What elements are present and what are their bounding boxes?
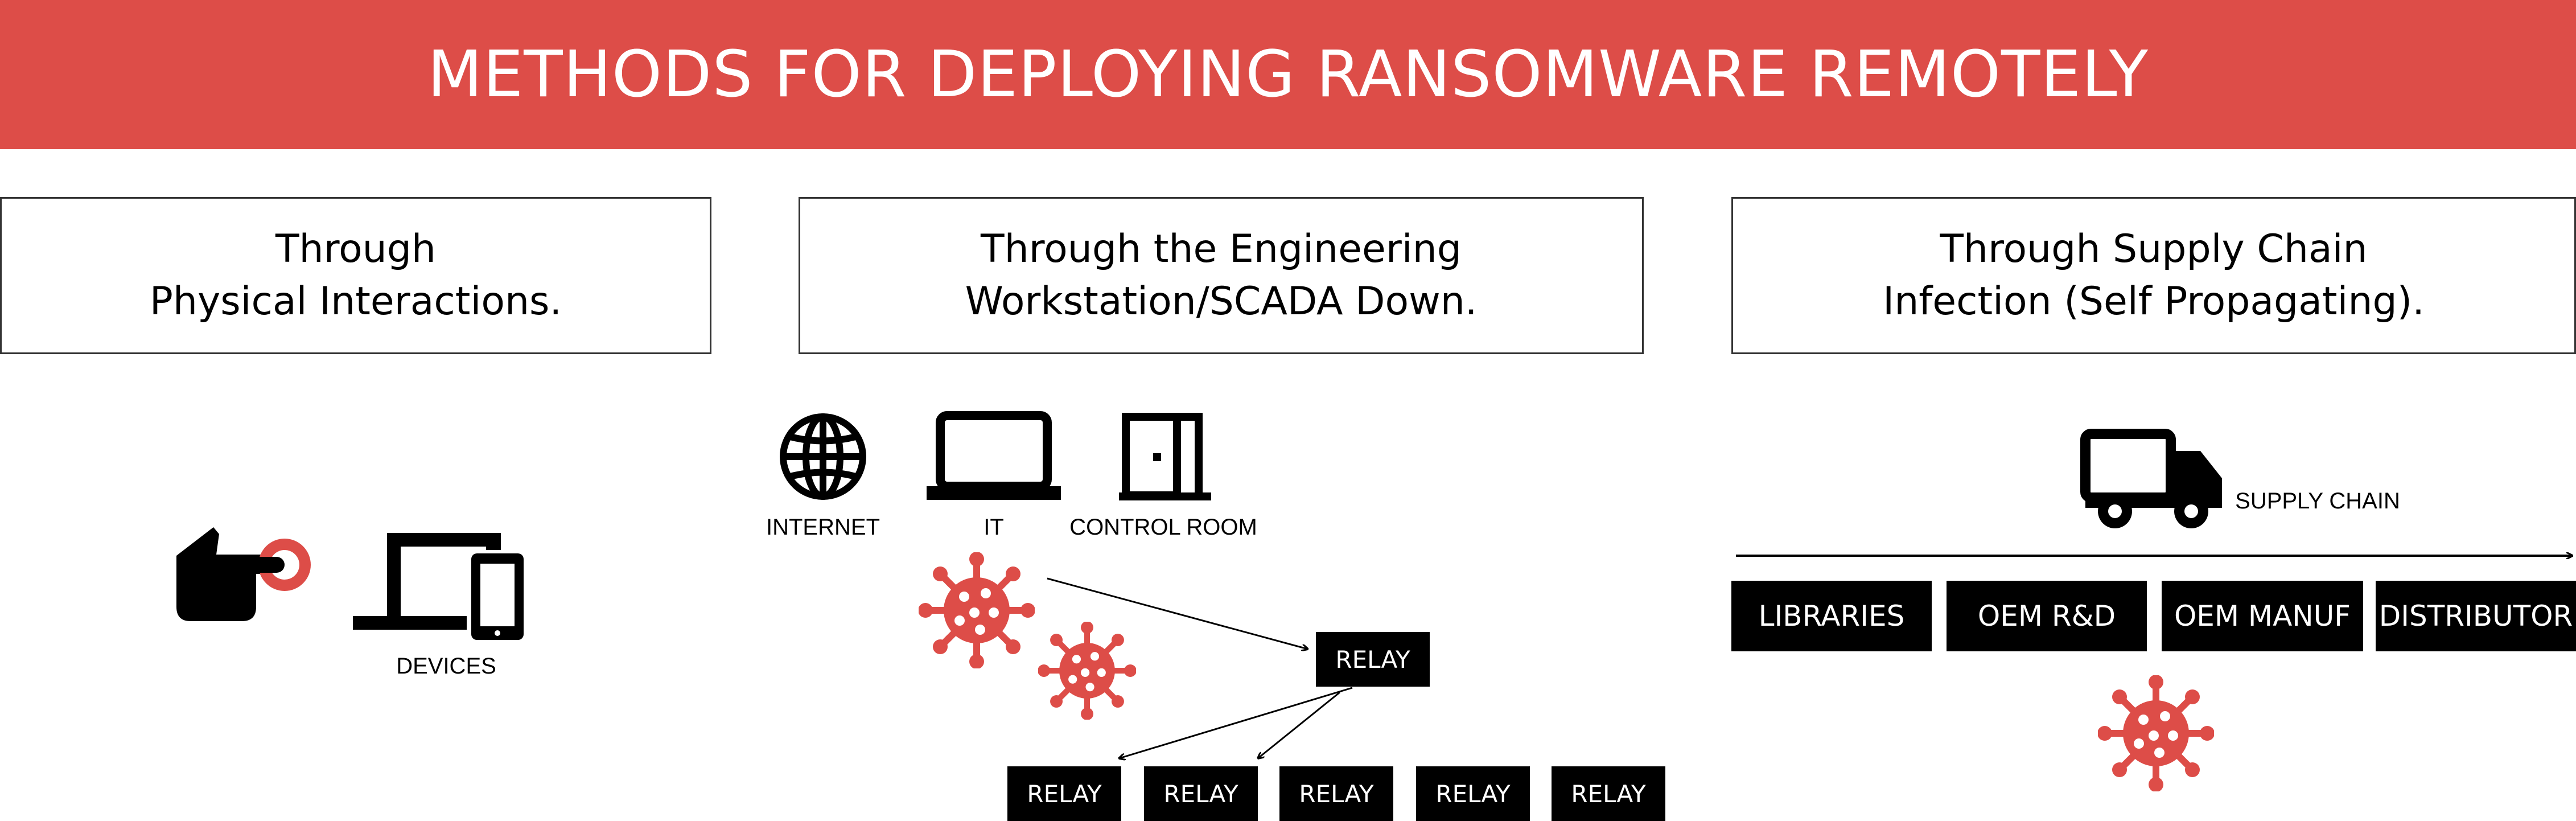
- stage-oem-rnd: OEM R&D: [1947, 581, 2147, 651]
- pointing-hand-icon: [176, 527, 311, 621]
- relay-block: RELAY: [1279, 766, 1393, 821]
- arrow-it-to-relay: [1047, 577, 1308, 649]
- supply-chain-label: SUPPLY CHAIN: [2235, 489, 2400, 514]
- internet-label: INTERNET: [766, 515, 880, 540]
- it-label: IT: [984, 515, 1004, 540]
- stage-distributor: DISTRIBUTOR: [2376, 581, 2576, 651]
- globe-icon: [780, 413, 866, 500]
- method-supply-box: Through Supply Chain Infection (Self Pro…: [1731, 197, 2576, 354]
- relay-block: RELAY: [1552, 766, 1665, 821]
- method-engineering-line1: Through the Engineering: [981, 227, 1462, 272]
- title-banner: METHODS FOR DEPLOYING RANSOMWARE REMOTEL…: [0, 0, 2576, 149]
- method-physical-line2: Physical Interactions.: [149, 279, 562, 324]
- method-physical-box: Through Physical Interactions.: [0, 197, 711, 354]
- method-engineering-box: Through the Engineering Workstation/SCAD…: [799, 197, 1644, 354]
- devices-label: DEVICES: [396, 654, 496, 679]
- devices-icon: [353, 533, 524, 640]
- truck-icon: [2080, 429, 2222, 528]
- control-room-label: CONTROL ROOM: [1069, 515, 1257, 540]
- door-icon: [1119, 413, 1211, 500]
- arrow-relay-to-relay-2: [1258, 691, 1340, 758]
- relay-block: RELAY: [1144, 766, 1258, 821]
- method-physical-line1: Through: [275, 227, 437, 272]
- method-supply-line2: Infection (Self Propagating).: [1883, 279, 2425, 324]
- laptop-icon: [927, 411, 1061, 500]
- stage-oem-manuf: OEM MANUF: [2162, 581, 2363, 651]
- stage-libraries: LIBRARIES: [1731, 581, 1932, 651]
- relay-block: RELAY: [1007, 766, 1121, 821]
- relay-block: RELAY: [1416, 766, 1530, 821]
- arrow-relay-to-relay-1: [1119, 687, 1353, 758]
- page-title: METHODS FOR DEPLOYING RANSOMWARE REMOTEL…: [427, 38, 2149, 112]
- method-engineering-line2: Workstation/SCADA Down.: [965, 279, 1478, 324]
- method-supply-line1: Through Supply Chain: [1940, 227, 2368, 272]
- relay-main-block: RELAY: [1316, 632, 1430, 687]
